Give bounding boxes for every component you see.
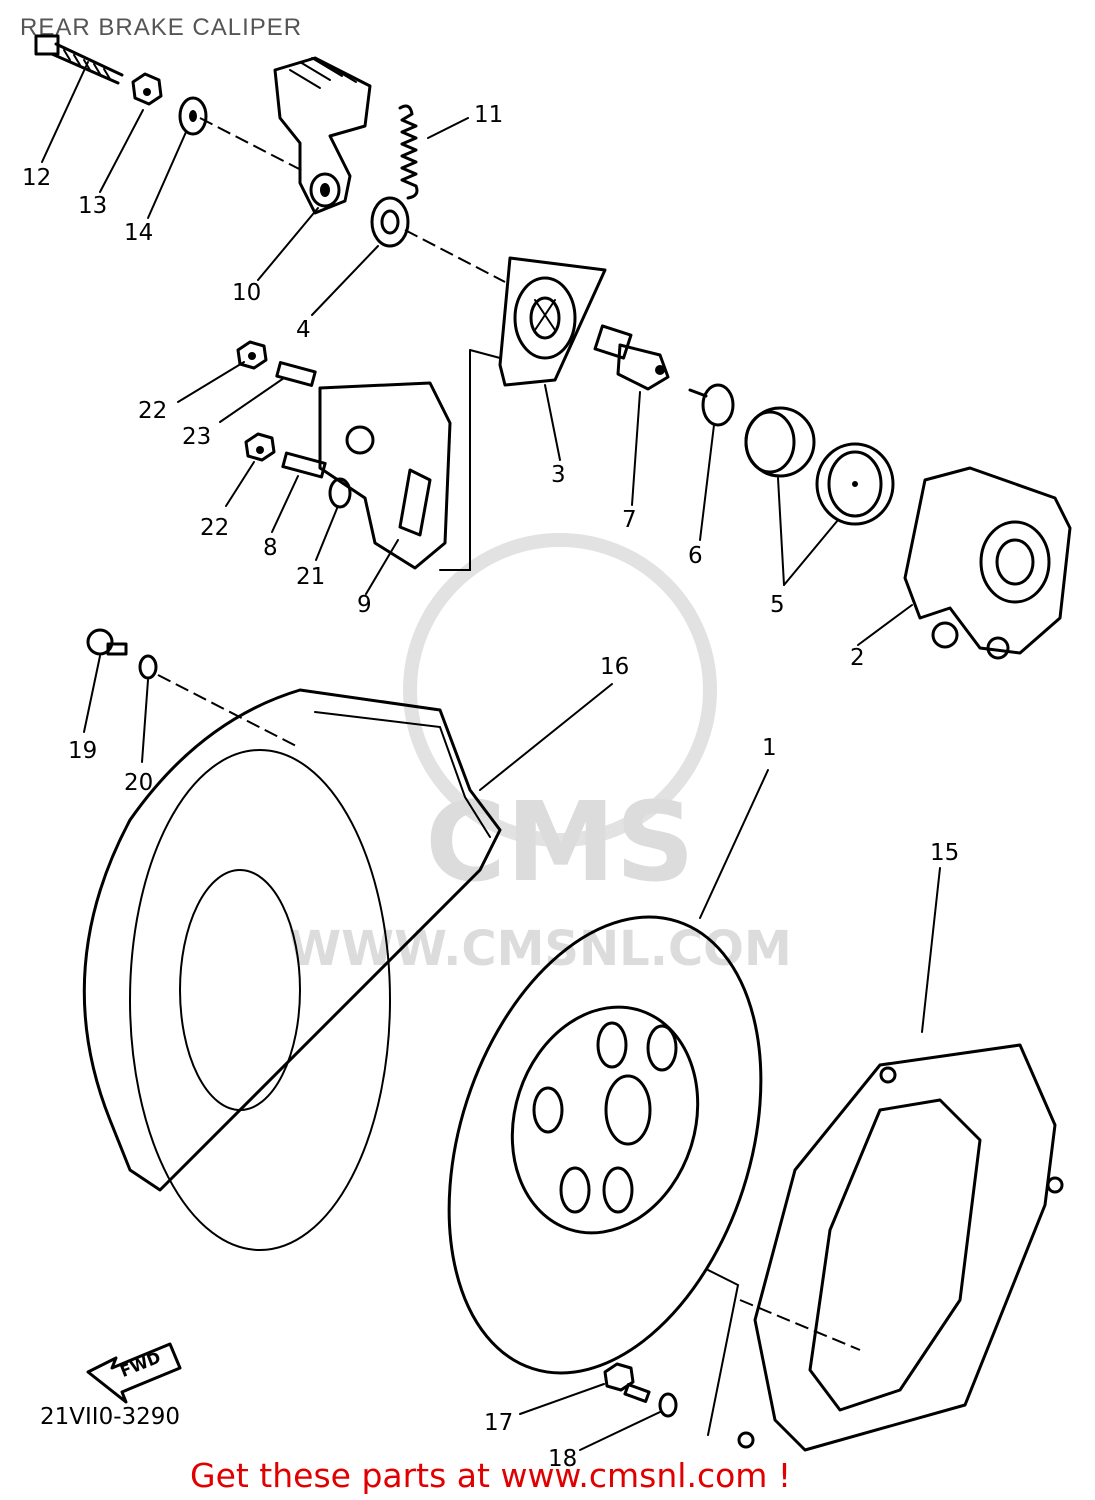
part-3-cover[interactable] <box>498 256 607 387</box>
callout-14: 14 <box>124 220 153 246</box>
part-23-stud[interactable] <box>275 361 317 387</box>
watermark-url: WWW.CMSNL.COM <box>288 921 792 977</box>
callout-10: 10 <box>232 280 261 306</box>
watermark: CMS WWW.CMSNL.COM <box>288 533 792 977</box>
callout-labels: 1 2 3 4 5 6 7 8 9 10 11 12 13 14 15 16 1… <box>22 102 959 1472</box>
part-22-nut-lower[interactable] <box>244 432 276 462</box>
callout-17: 17 <box>484 1410 513 1436</box>
callout-15: 15 <box>930 840 959 866</box>
part-13-nut[interactable] <box>131 72 163 106</box>
page-title: REAR BRAKE CALIPER <box>20 14 303 41</box>
fwd-arrow: FWD <box>86 1342 182 1404</box>
part-6-pin[interactable] <box>688 383 735 427</box>
part-19-bolt[interactable] <box>86 628 128 656</box>
callout-12: 12 <box>22 165 51 191</box>
part-18-washer[interactable] <box>658 1392 678 1418</box>
part-1-disc[interactable] <box>394 877 815 1414</box>
callout-11: 11 <box>474 102 503 128</box>
callout-6: 6 <box>688 543 703 569</box>
part-9-bracket[interactable] <box>318 381 452 570</box>
callout-13: 13 <box>78 193 107 219</box>
callout-4: 4 <box>296 317 311 343</box>
part-12-bolt[interactable] <box>34 34 124 85</box>
callout-3: 3 <box>551 462 566 488</box>
callout-16: 16 <box>600 654 629 680</box>
watermark-brand: CMS <box>425 778 694 906</box>
callout-1: 1 <box>762 735 777 761</box>
fwd-label: FWD <box>117 1348 163 1381</box>
part-8-stud[interactable] <box>281 451 327 479</box>
callout-7: 7 <box>622 507 637 533</box>
part-5-piston-set[interactable] <box>744 406 895 526</box>
callout-22-lower: 22 <box>200 515 229 541</box>
part-16-housing[interactable] <box>82 688 502 1251</box>
part-14-washer[interactable] <box>178 96 208 136</box>
callout-5: 5 <box>770 592 785 618</box>
footer-link[interactable]: Get these parts at www.cmsnl.com ! <box>190 1456 792 1495</box>
callout-19: 19 <box>68 738 97 764</box>
part-7-camshaft[interactable] <box>593 324 670 391</box>
part-20-washer[interactable] <box>138 654 158 680</box>
callout-21: 21 <box>296 564 325 590</box>
part-11-spring[interactable] <box>398 104 419 200</box>
callout-9: 9 <box>357 592 372 618</box>
callout-2: 2 <box>850 645 865 671</box>
diagram-code: 21VII0-3290 <box>40 1404 180 1430</box>
assembly-center-lines <box>157 117 861 1436</box>
part-4-seal[interactable] <box>370 196 410 248</box>
leader-lines <box>41 61 941 1451</box>
callout-18: 18 <box>548 1446 577 1472</box>
part-2-caliper-body[interactable] <box>903 466 1072 660</box>
part-15-backing-plate[interactable] <box>737 1043 1064 1452</box>
callout-23: 23 <box>182 424 211 450</box>
callout-22-upper: 22 <box>138 398 167 424</box>
part-17-bolt[interactable] <box>603 1362 651 1403</box>
callout-8: 8 <box>263 535 278 561</box>
callout-20: 20 <box>124 770 153 796</box>
part-21-washer[interactable] <box>328 477 352 509</box>
part-10-lever[interactable] <box>273 56 372 215</box>
